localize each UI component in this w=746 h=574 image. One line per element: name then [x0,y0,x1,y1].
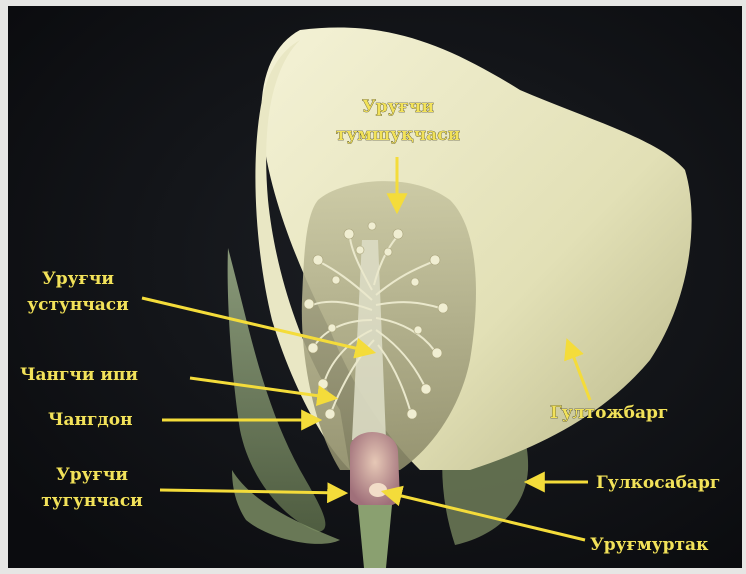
label-anther: Чангдон [48,410,133,430]
stem [358,505,392,568]
label-filament: Чангчи ипи [20,365,138,385]
label-ovary-line2: тугунчаси [41,491,143,511]
label-ovule: Уруғмуртак [590,535,709,555]
label-style-line1: Уруғчи [42,269,114,289]
label-style-line2: устунчаси [27,295,129,315]
label-sepal: Гулкосабарг [596,473,720,493]
ovule [369,483,387,497]
label-petal: Гултожбарг [550,403,668,423]
label-stigma-line1: Уруғчи [362,97,434,117]
label-stigma-line2: тумшуқчаси [336,125,461,145]
label-ovary-line1: Уруғчи [56,465,128,485]
